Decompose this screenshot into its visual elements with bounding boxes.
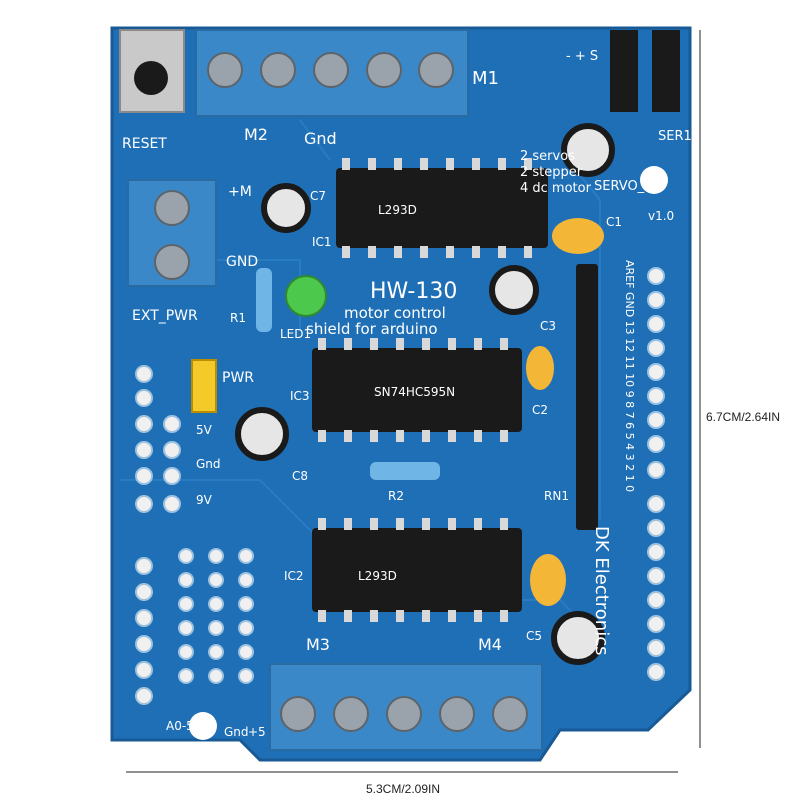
ic2-label: IC2 <box>284 569 304 583</box>
pin-pads-left <box>135 365 181 705</box>
m2-label: M2 <box>244 125 268 144</box>
header-servos <box>610 30 680 112</box>
height-dimension-label: 6.7CM/2.64IN <box>706 410 781 424</box>
analog-label: A0-5 <box>166 719 194 733</box>
servo-info-1: 2 servos <box>520 149 575 164</box>
servo-info-3: 4 dc motor <box>520 181 592 196</box>
terminal-m3-m4 <box>269 663 543 751</box>
power-label-gnd: Gnd <box>196 457 221 471</box>
chip-mid-label: SN74HC595N <box>374 385 455 399</box>
resistor-network <box>576 264 598 530</box>
reset-button <box>119 29 185 113</box>
mounting-holes <box>189 166 668 740</box>
terminal-ext-pwr <box>127 179 217 287</box>
version-label: v1.0 <box>648 209 674 223</box>
electrolytic-capacitors <box>235 123 615 665</box>
model-label: HW-130 <box>370 279 457 304</box>
ic1-label: IC1 <box>312 235 332 249</box>
dimension-lines <box>126 30 701 773</box>
reset-label: RESET <box>122 136 167 152</box>
pin-pads-analog <box>178 548 254 684</box>
servo-info-2: 2 stepper <box>520 165 583 180</box>
analog-5v-label: +5 <box>248 725 266 739</box>
c1-label: C1 <box>606 215 622 229</box>
r1-label: R1 <box>230 311 246 325</box>
brand-label: DK Electronics <box>591 526 612 656</box>
rn1-label: RN1 <box>544 489 569 503</box>
gnd-label: GND <box>226 254 258 270</box>
chip-bottom-label: L293D <box>358 569 397 583</box>
m4-label: M4 <box>478 635 502 654</box>
chip-sn74hc595n <box>312 348 522 432</box>
servo2-label: SERVO_2 <box>594 179 652 194</box>
subtitle-line1: motor control <box>344 304 446 322</box>
ser1-label: SER1 <box>658 129 692 144</box>
resistors <box>256 268 440 480</box>
c5-label: C5 <box>526 629 542 643</box>
chip-pins <box>318 158 532 622</box>
power-label-9v: 9V <box>196 493 213 507</box>
chip-l293d-top <box>336 168 548 248</box>
c3-label: C3 <box>540 319 556 333</box>
pwr-label: PWR <box>222 370 254 386</box>
c2-label: C2 <box>532 403 548 417</box>
m1-label: M1 <box>472 68 499 89</box>
power-label-5v: 5V <box>196 423 213 437</box>
pin-labels: AREF GND 13 12 11 10 9 8 7 6 5 4 3 2 1 0 <box>623 260 636 492</box>
pin-pads-right <box>647 267 665 681</box>
chip-l293d-bottom <box>312 528 522 612</box>
pwr-jumper <box>191 359 217 413</box>
gnd-top-label: Gnd <box>304 129 337 148</box>
r2-label: R2 <box>388 489 404 503</box>
chip-top-label: L293D <box>378 203 417 217</box>
ceramic-capacitors <box>526 218 604 606</box>
width-dimension-label: 5.3CM/2.09IN <box>366 782 441 796</box>
m3-label: M3 <box>306 635 330 654</box>
ext-pwr-label: EXT_PWR <box>132 308 198 324</box>
c7-label: C7 <box>310 189 326 203</box>
led1-label: LED1 <box>280 327 311 341</box>
ic3-label: IC3 <box>290 389 310 403</box>
analog-gnd-label: Gnd <box>224 725 249 739</box>
subtitle-line2: shield for arduino <box>306 320 438 338</box>
c8-label: C8 <box>292 469 308 483</box>
green-led <box>285 275 327 317</box>
plus-m-label: +M <box>228 184 252 200</box>
terminal-m1 <box>195 29 469 117</box>
servo-pins-label: - + S <box>566 49 598 64</box>
